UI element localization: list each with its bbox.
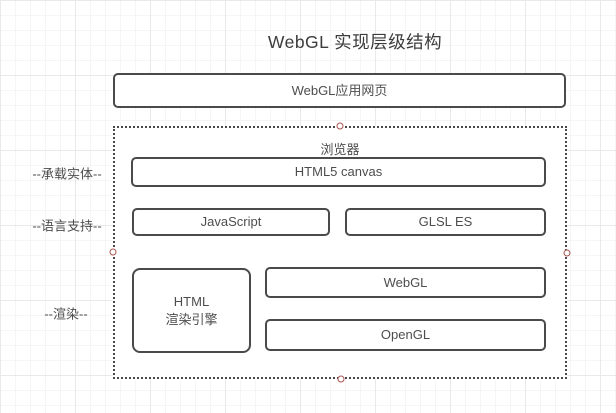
node-html-render-engine-label-line2: 渲染引擎 [165,311,218,327]
node-webgl-app-page[interactable]: WebGL应用网页 [113,73,566,108]
resize-handle-bottom[interactable] [337,375,345,383]
resize-handle-left[interactable] [109,248,117,256]
node-glsl-es[interactable]: GLSL ES [345,208,546,236]
diagram-title: WebGL 实现层级结构 [267,32,443,52]
node-javascript-label: JavaScript [200,214,262,230]
resize-handle-top[interactable] [336,122,344,130]
resize-handle-right[interactable] [563,249,571,257]
node-html-render-engine[interactable]: HTML 渲染引擎 [132,268,251,353]
side-label-render[interactable]: --渲染-- [44,306,88,322]
node-webgl-app-page-label: WebGL应用网页 [291,82,388,98]
node-webgl[interactable]: WebGL [265,267,546,298]
browser-group-label: 浏览器 [320,142,360,157]
side-label-language-support[interactable]: --语言支持-- [32,218,102,234]
node-html-render-engine-label-line1: HTML [173,293,210,309]
node-opengl-label: OpenGL [380,327,431,343]
node-glsl-es-label: GLSL ES [418,214,473,230]
node-html5-canvas-label: HTML5 canvas [294,164,383,180]
node-opengl[interactable]: OpenGL [265,319,546,351]
side-label-hosting-entity[interactable]: --承载实体-- [32,166,102,182]
node-html5-canvas[interactable]: HTML5 canvas [131,157,546,187]
node-webgl-label: WebGL [383,274,428,290]
node-javascript[interactable]: JavaScript [132,208,330,236]
